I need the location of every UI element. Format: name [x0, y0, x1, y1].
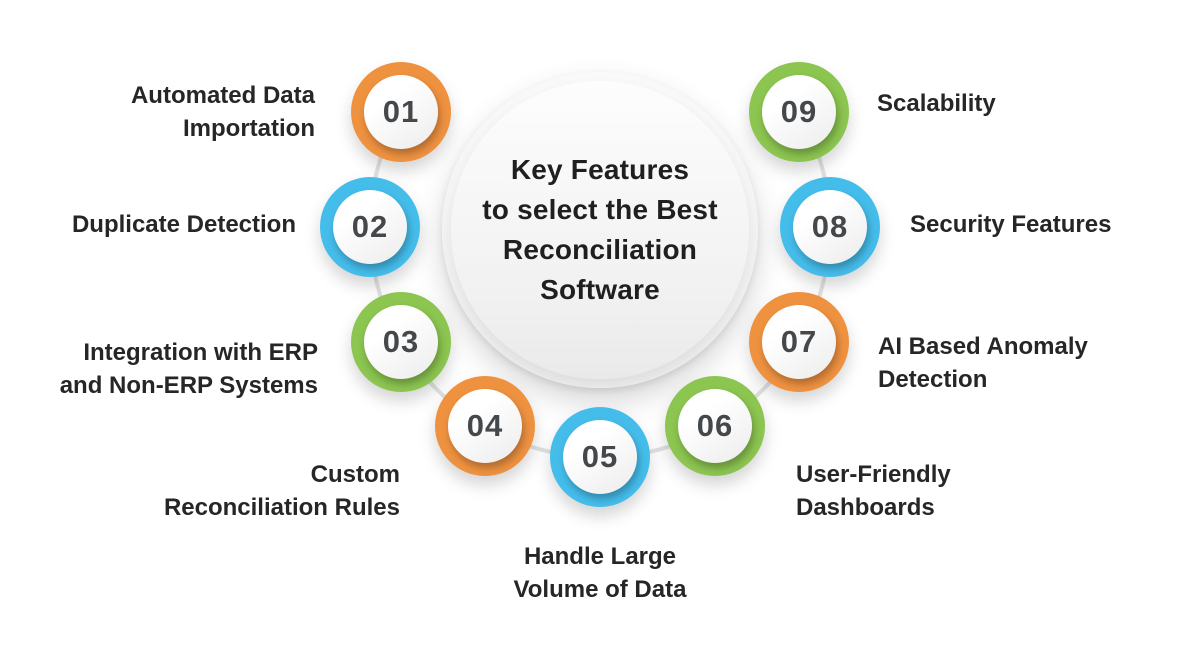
- feature-badge-03: 03: [351, 292, 451, 392]
- feature-number: 09: [780, 94, 818, 129]
- badge-inner-circle: 05: [563, 420, 637, 494]
- feature-number: 05: [581, 439, 619, 474]
- feature-label-01: Automated Data Importation: [130, 82, 315, 142]
- badge-inner-circle: 01: [364, 75, 438, 149]
- badge-inner-circle: 02: [333, 190, 407, 264]
- feature-label-02: Duplicate Detection: [71, 211, 296, 238]
- feature-badge-07: 07: [749, 292, 849, 392]
- feature-number: 08: [811, 209, 849, 244]
- feature-number: 01: [382, 94, 420, 129]
- feature-badge-09: 09: [749, 62, 849, 162]
- feature-number: 07: [780, 324, 818, 359]
- feature-label-08: Security Features: [910, 211, 1112, 238]
- feature-number: 04: [466, 408, 504, 443]
- feature-label-03: Integration with ERP and Non-ERP Systems: [59, 339, 318, 399]
- badge-inner-circle: 07: [762, 305, 836, 379]
- center-circle: Key Features to select the Best Reconcil…: [442, 72, 758, 388]
- page-title: Key Features to select the Best Reconcil…: [482, 154, 718, 305]
- feature-label-06: User-Friendly Dashboards: [796, 461, 951, 521]
- feature-number: 03: [382, 324, 420, 359]
- badge-inner-circle: 04: [448, 389, 522, 463]
- feature-badge-08: 08: [780, 177, 880, 277]
- feature-label-09: Scalability: [877, 90, 996, 117]
- feature-badge-01: 01: [351, 62, 451, 162]
- feature-label-04: Custom Reconciliation Rules: [163, 461, 400, 521]
- feature-number: 06: [696, 408, 734, 443]
- badge-inner-circle: 06: [678, 389, 752, 463]
- feature-label-07: AI Based Anomaly Detection: [878, 333, 1088, 393]
- feature-number: 02: [351, 209, 389, 244]
- feature-badge-04: 04: [435, 376, 535, 476]
- badge-inner-circle: 08: [793, 190, 867, 264]
- feature-badge-02: 02: [320, 177, 420, 277]
- feature-badge-06: 06: [665, 376, 765, 476]
- badge-inner-circle: 03: [364, 305, 438, 379]
- feature-label-05: Handle Large Volume of Data: [513, 543, 687, 603]
- feature-badge-05: 05: [550, 407, 650, 507]
- badge-inner-circle: 09: [762, 75, 836, 149]
